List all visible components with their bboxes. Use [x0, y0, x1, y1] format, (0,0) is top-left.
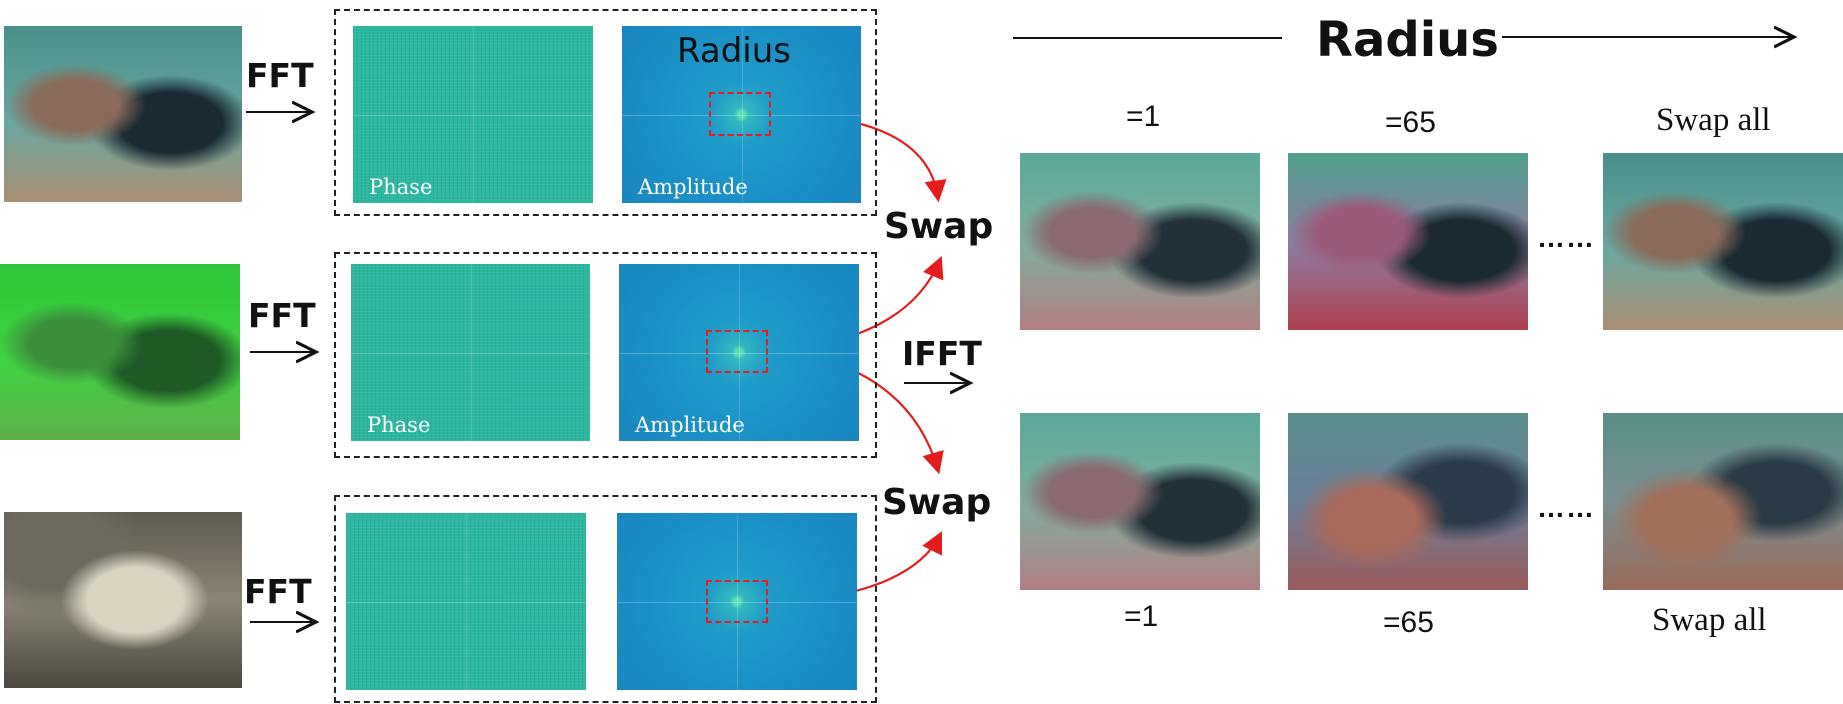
reef-photo-ray [4, 512, 242, 688]
bottom-label-radius-65: =65 [1383, 606, 1434, 639]
result-bottom-radius-65 [1288, 413, 1528, 590]
fft-label-3: FFT [244, 572, 312, 611]
spectrum-group-3 [334, 495, 877, 703]
ellipsis-top: …… [1537, 222, 1595, 253]
top-label-radius-1: =1 [1126, 100, 1161, 133]
bottom-label-radius-1: =1 [1124, 600, 1159, 633]
ifft-label: IFFT [902, 334, 982, 373]
top-label-swap-all: Swap all [1656, 102, 1771, 138]
fft-label-2: FFT [248, 296, 316, 335]
result-top-swap-all [1603, 153, 1843, 330]
radius-selection-2 [706, 330, 768, 373]
phase-spectrum-2: Phase [351, 264, 590, 441]
bottom-label-swap-all: Swap all [1652, 602, 1767, 638]
swap-label-2: Swap [882, 482, 992, 523]
spectrum-group-1 [334, 9, 877, 216]
phase-label-2: Phase [367, 413, 431, 437]
amplitude-spectrum-1: Amplitude [622, 26, 861, 203]
result-top-radius-65 [1288, 153, 1528, 330]
top-label-radius-65: =65 [1385, 106, 1436, 139]
radius-label-small: Radius [677, 31, 792, 71]
amplitude-label-2: Amplitude [635, 413, 745, 437]
phase-label-1: Phase [369, 175, 433, 199]
amplitude-label-1: Amplitude [638, 175, 748, 199]
result-bottom-radius-1 [1020, 413, 1260, 590]
spectrum-group-2 [334, 252, 877, 458]
amplitude-spectrum-3 [617, 513, 857, 690]
result-top-radius-1 [1020, 153, 1260, 330]
underwater-photo-statue-diver [4, 26, 242, 202]
underwater-photo-green [0, 264, 240, 440]
result-bottom-swap-all [1603, 413, 1843, 590]
radius-selection-3 [706, 580, 768, 623]
swap-label-1: Swap [884, 206, 994, 247]
amplitude-spectrum-2: Amplitude [619, 264, 859, 441]
phase-spectrum-3 [346, 513, 586, 690]
fft-label-1: FFT [246, 56, 314, 95]
radius-selection-1 [709, 92, 771, 136]
ellipsis-bottom: …… [1537, 492, 1595, 523]
phase-spectrum-1: Phase [353, 26, 593, 203]
radius-title: Radius [1316, 12, 1499, 68]
